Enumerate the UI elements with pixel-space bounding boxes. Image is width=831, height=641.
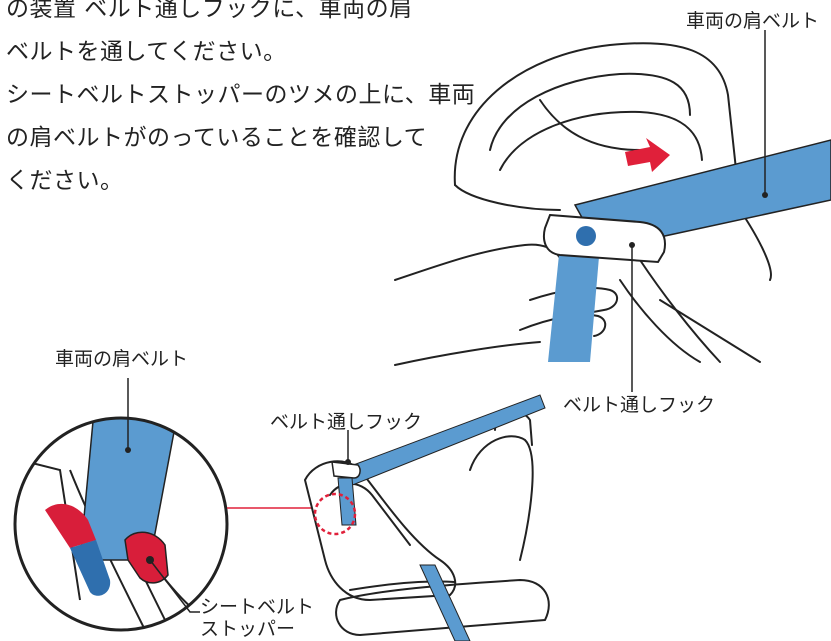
- instruction-line: ください。: [6, 168, 124, 194]
- stopper-closeup: [15, 418, 227, 630]
- lap-belt-center: [419, 564, 471, 641]
- label-stopper-line2: ストッパー: [200, 618, 296, 640]
- instruction-line: ベルトを通してください。: [6, 39, 287, 65]
- carrier-base: [349, 580, 456, 591]
- instruction-line: シートベルトストッパーのツメの上に、車両: [6, 82, 476, 108]
- hand-outline: [394, 243, 561, 281]
- instruction-text: の装置 ベルト通しフックに、車両の肩 ベルトを通してください。 シートベルトスト…: [6, 0, 476, 203]
- hand-lower: [394, 341, 541, 366]
- seat-edge-1: [639, 259, 721, 363]
- headrest-closeup: [394, 42, 772, 366]
- headrest-inner: [489, 72, 691, 151]
- seat-edge-2: [619, 279, 701, 363]
- headrest-shell: [453, 42, 741, 211]
- label-shoulder-belt-left: 車両の肩ベルト: [55, 348, 189, 370]
- seat-edge-4: [739, 209, 772, 281]
- label-belt-hook-right: ベルト通しフック: [563, 394, 716, 416]
- vehicle-seat-cushion: [335, 579, 550, 636]
- callout-circle: [313, 492, 357, 536]
- headrest-seam: [539, 99, 641, 151]
- finger-2: [519, 313, 607, 337]
- headrest-pad: [499, 110, 703, 171]
- belt-end-blue: [70, 540, 111, 596]
- vehicle-seatback: [469, 435, 534, 561]
- instruction-line: の肩ベルトがのっていることを確認して: [6, 125, 428, 151]
- instruction-line: の装置 ベルト通しフックに、車両の肩: [6, 0, 413, 22]
- belt-hook-top: [542, 213, 666, 264]
- belt-hook-center: [331, 461, 361, 479]
- seat-edge-3: [659, 299, 761, 363]
- label-shoulder-belt-top: 車両の肩ベルト: [686, 10, 820, 32]
- label-stopper-line1: シートベルト: [200, 596, 315, 618]
- label-stopper: シートベルト ストッパー: [200, 596, 314, 640]
- hook-button: [576, 226, 596, 246]
- headrest-rim: [454, 184, 561, 211]
- belt-end-red: [45, 503, 96, 548]
- label-belt-hook-center: ベルト通しフック: [270, 411, 423, 433]
- lap-belt-strap: [548, 245, 600, 362]
- direction-arrow: [625, 138, 670, 172]
